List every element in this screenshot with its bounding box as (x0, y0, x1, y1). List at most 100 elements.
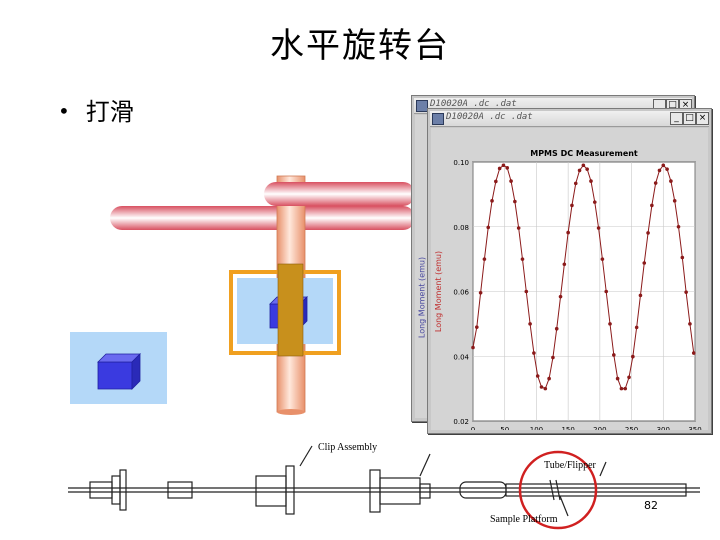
bullet-item: • 打滑 (58, 92, 134, 127)
data-point (691, 351, 696, 355)
end-fitting (89, 481, 113, 499)
data-point (672, 199, 677, 203)
chart-title: MPMS DC Measurement (530, 149, 638, 158)
data-point (653, 181, 658, 185)
data-point (566, 230, 570, 235)
data-point (577, 168, 582, 173)
data-point (497, 166, 502, 171)
data-point (589, 179, 593, 183)
clip-assembly-label: Clip Assembly (318, 442, 377, 453)
data-point (581, 163, 586, 168)
data-point (623, 386, 628, 391)
data-point (554, 326, 559, 331)
data-point (596, 226, 601, 230)
y-tick-label: 0.04 (453, 353, 469, 361)
data-point (570, 203, 574, 208)
x-tick-label: 50 (500, 426, 509, 430)
data-point (612, 353, 616, 357)
data-point (585, 167, 589, 171)
maximize-button[interactable]: □ (683, 112, 696, 125)
data-point (532, 351, 536, 355)
page-number: 82 (644, 499, 658, 512)
data-point (520, 257, 525, 261)
data-point (501, 163, 506, 168)
clip-flange (285, 465, 295, 515)
highlight-circle (518, 450, 598, 530)
data-point (650, 203, 654, 208)
data-point (573, 181, 578, 186)
tube-coupler (459, 481, 507, 499)
data-point (558, 294, 563, 299)
y-axis-label: Long Moment (emu) (434, 251, 443, 332)
bullet-dot-icon: • (58, 99, 70, 123)
slide-title: 水平旋转台 (270, 26, 450, 66)
mid-flange (369, 469, 381, 513)
x-tick-label: 250 (625, 426, 638, 430)
data-point (661, 163, 666, 168)
bullet-text: 打滑 (85, 98, 134, 126)
data-point (627, 375, 631, 380)
data-point (592, 200, 597, 204)
flange-outer (119, 469, 127, 511)
tube-bottom (277, 409, 305, 415)
coupler (167, 481, 193, 499)
data-point (513, 199, 517, 204)
data-point (638, 293, 643, 298)
cube-left (97, 353, 141, 390)
data-point (562, 262, 567, 267)
app-icon (432, 113, 444, 125)
app-icon (416, 100, 428, 112)
flange (111, 475, 121, 505)
x-tick-label: 350 (688, 426, 701, 430)
data-point (524, 289, 529, 294)
data-point (604, 289, 608, 294)
clip-leader (299, 445, 313, 467)
x-tick-label: 0 (471, 426, 475, 430)
data-point (505, 166, 510, 170)
gold-holder (277, 263, 304, 357)
data-point (535, 374, 540, 378)
x-tick-label: 300 (657, 426, 670, 430)
apparatus-diagram: Clip Assembly Tube/Flipper Sample Platfo… (68, 442, 700, 530)
data-point (642, 261, 647, 265)
window-front-titlebar[interactable]: D10020A .dc .dat _ □ × (430, 111, 709, 127)
data-point (634, 325, 639, 330)
x-tick-label: 200 (593, 426, 606, 430)
data-point (680, 255, 685, 260)
tube-flipper-label: Tube/Flipper (544, 460, 597, 471)
y-tick-label: 0.02 (453, 418, 469, 426)
horizontal-rod-lower (110, 206, 415, 230)
data-point (482, 257, 487, 261)
data-point (665, 167, 669, 171)
minimize-button[interactable]: _ (670, 112, 683, 125)
data-point (490, 199, 494, 203)
horizontal-rod-upper (264, 182, 415, 206)
y-tick-label: 0.08 (453, 224, 469, 232)
data-point (657, 168, 662, 173)
x-tick-label: 100 (530, 426, 543, 430)
data-point (475, 325, 479, 329)
data-point (615, 376, 620, 381)
data-point (539, 385, 544, 389)
data-point (478, 290, 483, 295)
sample-platform-label: Sample Platform (490, 514, 558, 525)
tube-leader (599, 461, 607, 477)
data-point (684, 290, 688, 294)
data-point (543, 386, 548, 391)
close-button[interactable]: × (696, 112, 709, 125)
break-mark-2 (555, 479, 561, 501)
window-front-title: D10020A .dc .dat (446, 112, 533, 122)
data-point (608, 322, 612, 326)
mid-collar (419, 483, 431, 499)
data-point (631, 354, 635, 359)
data-point (669, 179, 673, 183)
data-point (528, 322, 532, 326)
platform-leader (559, 495, 569, 517)
data-point (551, 355, 555, 360)
data-point (516, 226, 521, 230)
data-point (646, 231, 650, 235)
data-point (619, 386, 624, 391)
